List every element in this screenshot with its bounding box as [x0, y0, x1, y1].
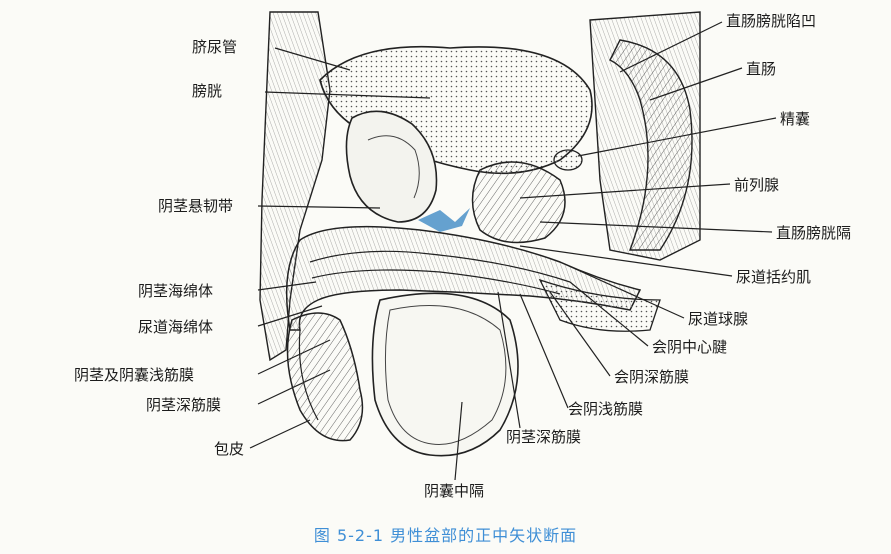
scrotum-shape: [372, 293, 518, 455]
label-seminal-vesicle: 精囊: [780, 110, 810, 128]
label-perineal-body: 会阴中心腱: [652, 338, 727, 356]
label-rectovesical-septum: 直肠膀胱隔: [776, 224, 851, 242]
label-urachus: 脐尿管: [192, 38, 237, 56]
label-bulbourethral-gland: 尿道球腺: [688, 310, 748, 328]
figure-caption: 图 5-2-1 男性盆部的正中矢状断面: [0, 522, 891, 548]
label-deep-fascia-penis-bottom: 阴茎深筋膜: [506, 428, 581, 446]
label-prepuce: 包皮: [214, 440, 244, 458]
label-deep-perineal-fascia: 会阴深筋膜: [614, 368, 689, 386]
label-bladder: 膀胱: [192, 82, 222, 100]
label-urethral-sphincter: 尿道括约肌: [736, 268, 811, 286]
label-scrotal-septum: 阴囊中隔: [424, 482, 484, 500]
label-rectovesical-pouch: 直肠膀胱陷凹: [726, 12, 816, 30]
glans-shape: [288, 313, 363, 441]
label-rectum: 直肠: [746, 60, 776, 78]
label-superficial-perineal-fascia: 会阴浅筋膜: [568, 400, 643, 418]
prostate-shape: [473, 162, 566, 243]
label-superficial-fascia: 阴茎及阴囊浅筋膜: [74, 366, 194, 384]
label-deep-fascia-penis: 阴茎深筋膜: [146, 396, 221, 414]
label-prostate: 前列腺: [734, 176, 779, 194]
label-penis-suspensory-ligament: 阴茎悬韧带: [158, 197, 233, 215]
label-corpus-cavernosum: 阴茎海绵体: [138, 282, 213, 300]
label-corpus-spongiosum: 尿道海绵体: [138, 318, 213, 336]
seminal-vesicle-shape: [554, 150, 582, 170]
